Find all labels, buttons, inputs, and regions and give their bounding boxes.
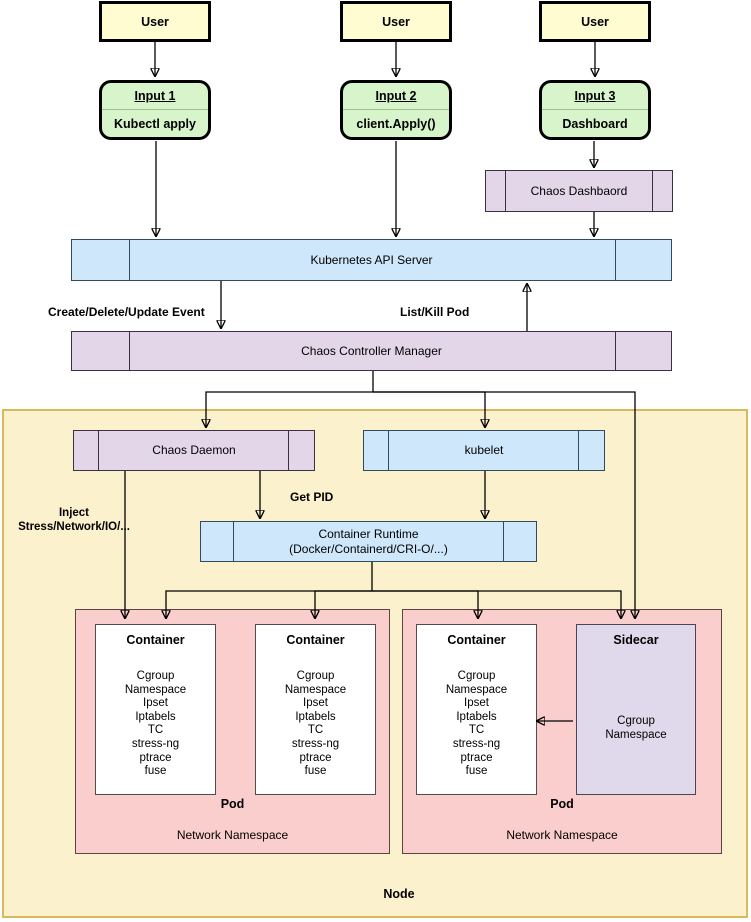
container-title: Container	[126, 633, 185, 647]
bar-inner-line	[505, 171, 507, 211]
input-box-3: Input 3 Dashboard	[539, 80, 651, 140]
network-namespace-label: Network Namespace	[506, 828, 618, 842]
tool-item: stress-ng	[291, 737, 340, 750]
tool-item: Iptabels	[456, 710, 497, 723]
container-runtime-line2: (Docker/Containerd/CRI-O/...)	[289, 541, 448, 556]
bar-inner-line	[98, 431, 100, 470]
tool-item: Namespace	[124, 683, 187, 696]
user-label: User	[141, 14, 169, 29]
controller-manager-label: Chaos Controller Manager	[301, 343, 442, 358]
tool-item: Iptabels	[295, 710, 336, 723]
container-runtime-line1: Container Runtime	[318, 526, 419, 541]
network-namespace-label: Network Namespace	[176, 828, 289, 842]
bar-inner-line	[651, 171, 653, 211]
input-body: Kubectl apply	[114, 116, 196, 131]
pod-label: Pod	[220, 797, 245, 811]
user-label: User	[581, 14, 609, 29]
create-delete-update-event-label: Create/Delete/Update Event	[48, 305, 205, 319]
bar-inner-line	[233, 522, 235, 561]
user-box-1: User	[99, 1, 211, 42]
chaos-dashboard-label: Chaos Dashbaord	[530, 183, 628, 198]
input-box-1: Input 1 Kubectl apply	[99, 80, 211, 140]
input-body: client.Apply()	[356, 116, 436, 131]
bar-inner-line	[502, 522, 504, 561]
tool-item: Cgroup	[617, 715, 655, 727]
tool-item: fuse	[304, 765, 327, 778]
tool-item: TC	[307, 724, 324, 737]
api-server-box: Kubernetes API Server	[71, 239, 672, 281]
inject-label: Inject Stress/Network/IO/...	[8, 506, 140, 534]
tool-item: TC	[468, 724, 485, 737]
controller-manager-box: Chaos Controller Manager	[71, 331, 672, 371]
list-kill-pod-label: List/Kill Pod	[400, 305, 470, 319]
container-runtime-box: Container Runtime (Docker/Containerd/CRI…	[200, 521, 537, 562]
user-box-2: User	[340, 1, 452, 42]
input-body: Dashboard	[562, 116, 628, 131]
bar-inner-line	[614, 332, 616, 370]
bar-inner-line	[129, 240, 131, 280]
tool-item: Namespace	[605, 729, 667, 741]
pod-label: Pod	[550, 797, 574, 811]
chaos-dashboard-box: Chaos Dashbaord	[485, 170, 673, 212]
tool-item: Ipset	[143, 697, 168, 710]
tool-item: Cgroup	[136, 670, 175, 682]
tool-item: ptrace	[460, 751, 493, 764]
chaos-daemon-box: Chaos Daemon	[73, 430, 315, 471]
input-title: Input 3	[542, 83, 648, 110]
tool-item: Cgroup	[296, 670, 335, 682]
input-box-2: Input 2 client.Apply()	[340, 80, 452, 140]
tool-item: stress-ng	[131, 737, 180, 750]
user-label: User	[382, 14, 410, 29]
tool-item: Namespace	[445, 683, 508, 696]
input-title: Input 2	[343, 83, 449, 110]
bar-inner-line	[614, 240, 616, 280]
tool-item: fuse	[465, 765, 488, 778]
inject-label-line1: Inject	[58, 507, 90, 519]
bar-inner-line	[287, 431, 289, 470]
tool-item: Ipset	[464, 697, 489, 710]
tool-item: ptrace	[139, 751, 172, 764]
tool-item: Ipset	[303, 697, 328, 710]
get-pid-label: Get PID	[290, 490, 334, 504]
sidecar-title: Sidecar	[613, 633, 659, 647]
tool-item: stress-ng	[452, 737, 501, 750]
input-title: Input 1	[102, 83, 208, 110]
container-title: Container	[447, 633, 506, 647]
bar-inner-line	[577, 431, 579, 470]
tool-item: fuse	[144, 765, 167, 778]
tool-item: Cgroup	[457, 670, 496, 682]
node-label: Node	[383, 887, 415, 901]
tool-item: Iptabels	[135, 710, 176, 723]
kubelet-label: kubelet	[464, 443, 504, 457]
container-title: Container	[286, 633, 345, 647]
container-runtime-label: Container Runtime (Docker/Containerd/CRI…	[289, 527, 448, 557]
api-server-label: Kubernetes API Server	[310, 252, 433, 267]
tool-item: ptrace	[299, 751, 332, 764]
bar-inner-line	[129, 332, 131, 370]
bar-inner-line	[388, 431, 390, 470]
tool-item: Namespace	[284, 683, 347, 696]
inject-label-line2: Stress/Network/IO/...	[18, 521, 130, 533]
chaos-daemon-label: Chaos Daemon	[152, 443, 236, 457]
tool-item: TC	[147, 724, 164, 737]
user-box-3: User	[539, 1, 651, 42]
kubelet-box: kubelet	[363, 430, 605, 471]
